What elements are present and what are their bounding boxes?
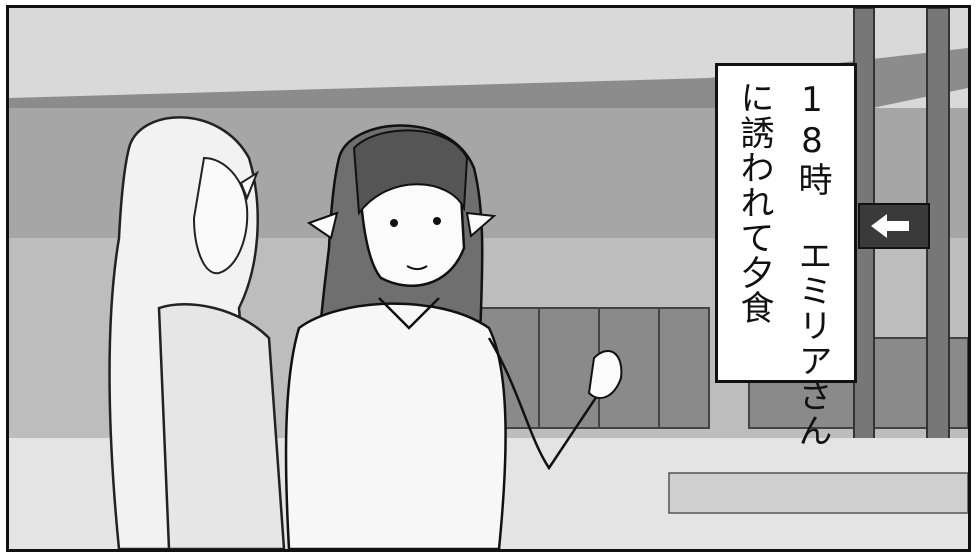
caption-line-2: に誘われて夕食: [734, 80, 774, 325]
pillar: [926, 8, 950, 479]
character-right: [284, 124, 623, 549]
left-arrow-icon: [871, 214, 909, 238]
character-left: [108, 116, 286, 549]
caption-line-1: 18時 エミリアさん: [792, 80, 832, 448]
manga-panel: 18時 エミリアさん に誘われて夕食: [6, 5, 971, 552]
steps: [668, 472, 968, 514]
narration-caption-box: 18時 エミリアさん に誘われて夕食: [715, 63, 857, 448]
